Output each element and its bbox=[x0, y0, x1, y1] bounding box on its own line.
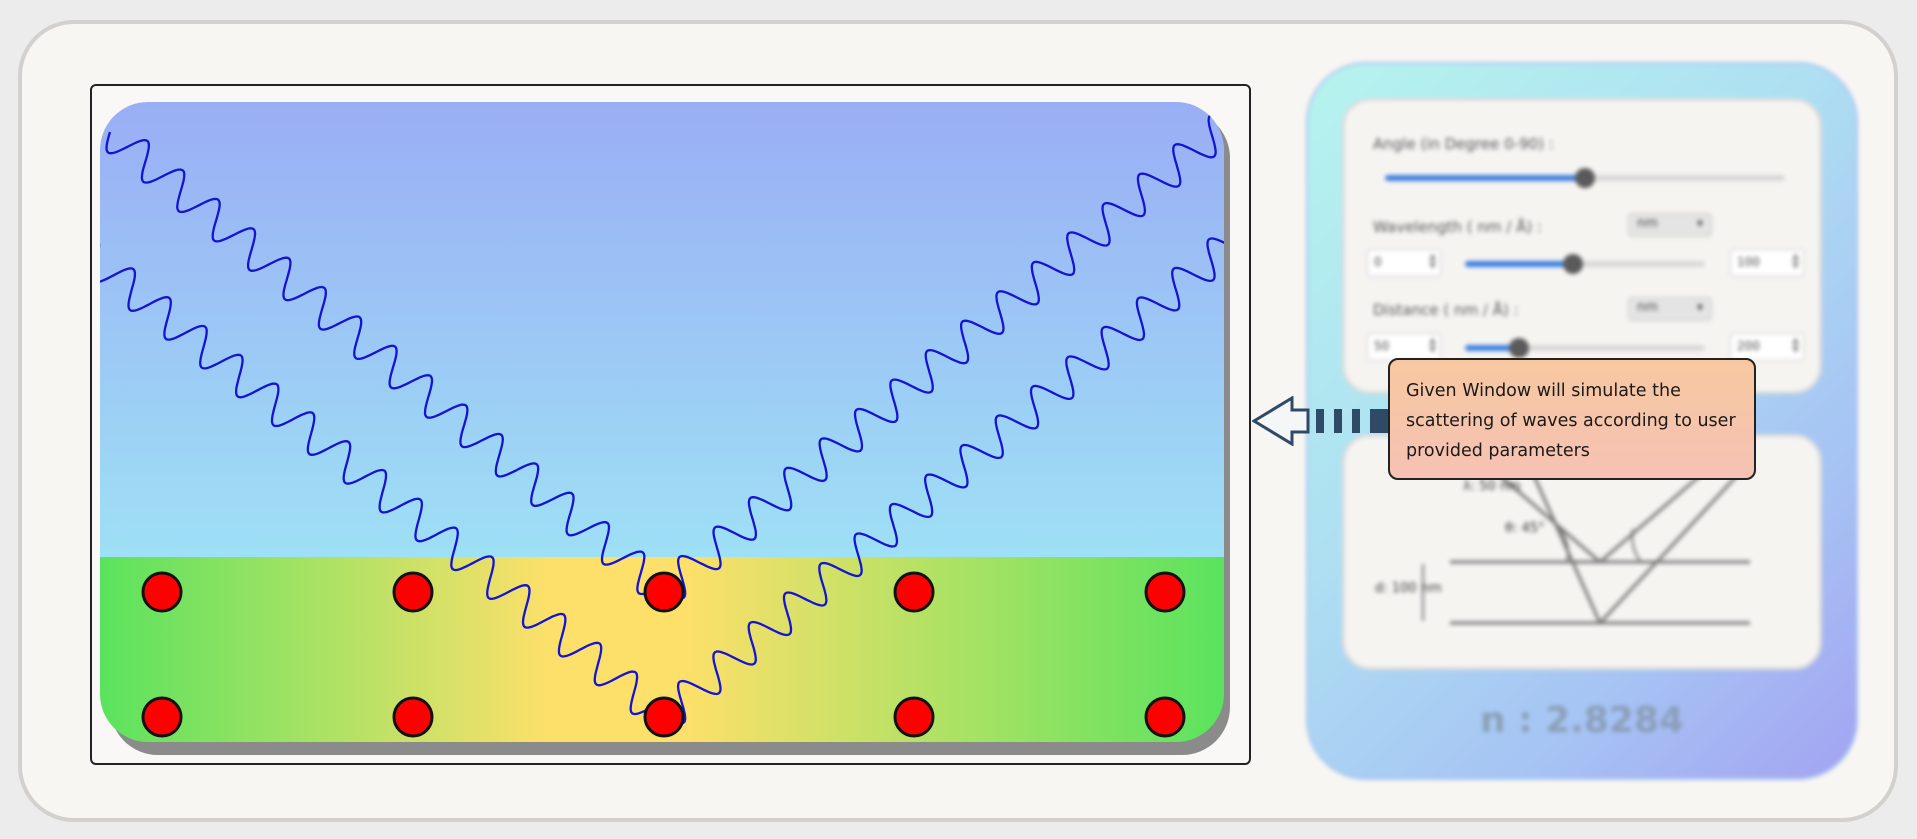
angle-label: Angle (in Degree 0-90) : bbox=[1373, 135, 1554, 153]
distance-min-value: 50 bbox=[1374, 339, 1390, 353]
lattice-atom-r2-c5 bbox=[1144, 696, 1186, 738]
diagram-distance-label: d: 100 nm bbox=[1375, 581, 1442, 596]
callout-line-2: scattering of waves according to user bbox=[1406, 411, 1736, 431]
wavelength-slider-fill bbox=[1465, 261, 1573, 267]
theta-arc-right bbox=[1631, 528, 1642, 563]
lattice-atom-r2-c4 bbox=[893, 696, 935, 738]
angle-slider-fill bbox=[1385, 175, 1585, 181]
spinner-icon[interactable]: ▲▼ bbox=[1792, 252, 1799, 271]
chevron-down-icon: ▾ bbox=[1696, 216, 1703, 230]
incident-ray-2 bbox=[1528, 466, 1602, 624]
incident-ray-1 bbox=[1489, 465, 1601, 564]
distance-unit-select[interactable]: nm ▾ bbox=[1628, 297, 1712, 321]
wavelength-min-input[interactable]: 0 ▲▼ bbox=[1367, 249, 1441, 277]
wavelength-min-value: 0 bbox=[1374, 255, 1382, 269]
spinner-icon[interactable]: ▲▼ bbox=[1429, 336, 1436, 355]
controls-card: Angle (in Degree 0-90) : Wavelength ( nm… bbox=[1342, 98, 1822, 394]
distance-slider-thumb[interactable] bbox=[1509, 338, 1529, 358]
angle-slider-thumb[interactable] bbox=[1575, 168, 1595, 188]
callout-line-1: Given Window will simulate the bbox=[1406, 381, 1681, 401]
wavelength-label: Wavelength ( nm / Å) : bbox=[1373, 218, 1543, 236]
bragg-order-readout: n : 2.8284 bbox=[1479, 700, 1684, 741]
scattering-svg bbox=[100, 102, 1224, 742]
spinner-icon[interactable]: ▲▼ bbox=[1792, 336, 1799, 355]
reflected-wave-upper bbox=[663, 113, 1224, 600]
bragg-diagram bbox=[1422, 465, 1750, 625]
lattice-atom-r2-c2 bbox=[392, 696, 434, 738]
diagram-wavelength-label: λ: 50 nm bbox=[1463, 479, 1521, 494]
pointer-arrow-icon bbox=[1252, 396, 1388, 446]
wavelength-unit-value: nm bbox=[1637, 216, 1658, 231]
chevron-down-icon: ▾ bbox=[1696, 300, 1703, 314]
info-callout: Given Window will simulate the scatterin… bbox=[1388, 358, 1756, 480]
wavelength-max-input[interactable]: 100 ▲▼ bbox=[1730, 249, 1804, 277]
reflected-wave-lower bbox=[663, 237, 1224, 725]
lattice-atom-r1-c1 bbox=[141, 571, 183, 613]
lattice-atom-r1-c5 bbox=[1144, 571, 1186, 613]
lattice-atom-r1-c3 bbox=[643, 571, 685, 613]
wavelength-slider[interactable] bbox=[1465, 254, 1705, 274]
wavelength-unit-select[interactable]: nm ▾ bbox=[1628, 213, 1712, 237]
lattice-atom-r2-c1 bbox=[141, 696, 183, 738]
reflected-ray-1 bbox=[1599, 465, 1711, 564]
incident-wave-lower bbox=[100, 242, 675, 716]
lattice-atom-r1-c4 bbox=[893, 571, 935, 613]
wavelength-slider-thumb[interactable] bbox=[1563, 254, 1583, 274]
lattice-atom-r2-c3 bbox=[643, 696, 685, 738]
incident-wave-upper bbox=[105, 131, 674, 596]
distance-slider-fill bbox=[1465, 345, 1519, 351]
callout-line-3: provided parameters bbox=[1406, 441, 1590, 461]
distance-slider[interactable] bbox=[1465, 338, 1705, 358]
distance-label: Distance ( nm / Å) : bbox=[1373, 301, 1519, 319]
simulation-canvas bbox=[100, 102, 1224, 742]
distance-max-input[interactable]: 200 ▲▼ bbox=[1730, 333, 1804, 361]
reflected-ray-2 bbox=[1598, 465, 1747, 625]
distance-min-input[interactable]: 50 ▲▼ bbox=[1367, 333, 1441, 361]
spinner-icon[interactable]: ▲▼ bbox=[1429, 252, 1436, 271]
diagram-angle-label: θ: 45° bbox=[1505, 521, 1545, 536]
lattice-atom-r1-c2 bbox=[392, 571, 434, 613]
distance-unit-value: nm bbox=[1637, 300, 1658, 315]
distance-max-value: 200 bbox=[1737, 339, 1760, 353]
wavelength-max-value: 100 bbox=[1737, 255, 1760, 269]
angle-slider[interactable] bbox=[1385, 168, 1785, 188]
theta-arc-left bbox=[1559, 528, 1570, 563]
sky-region bbox=[100, 102, 1224, 557]
